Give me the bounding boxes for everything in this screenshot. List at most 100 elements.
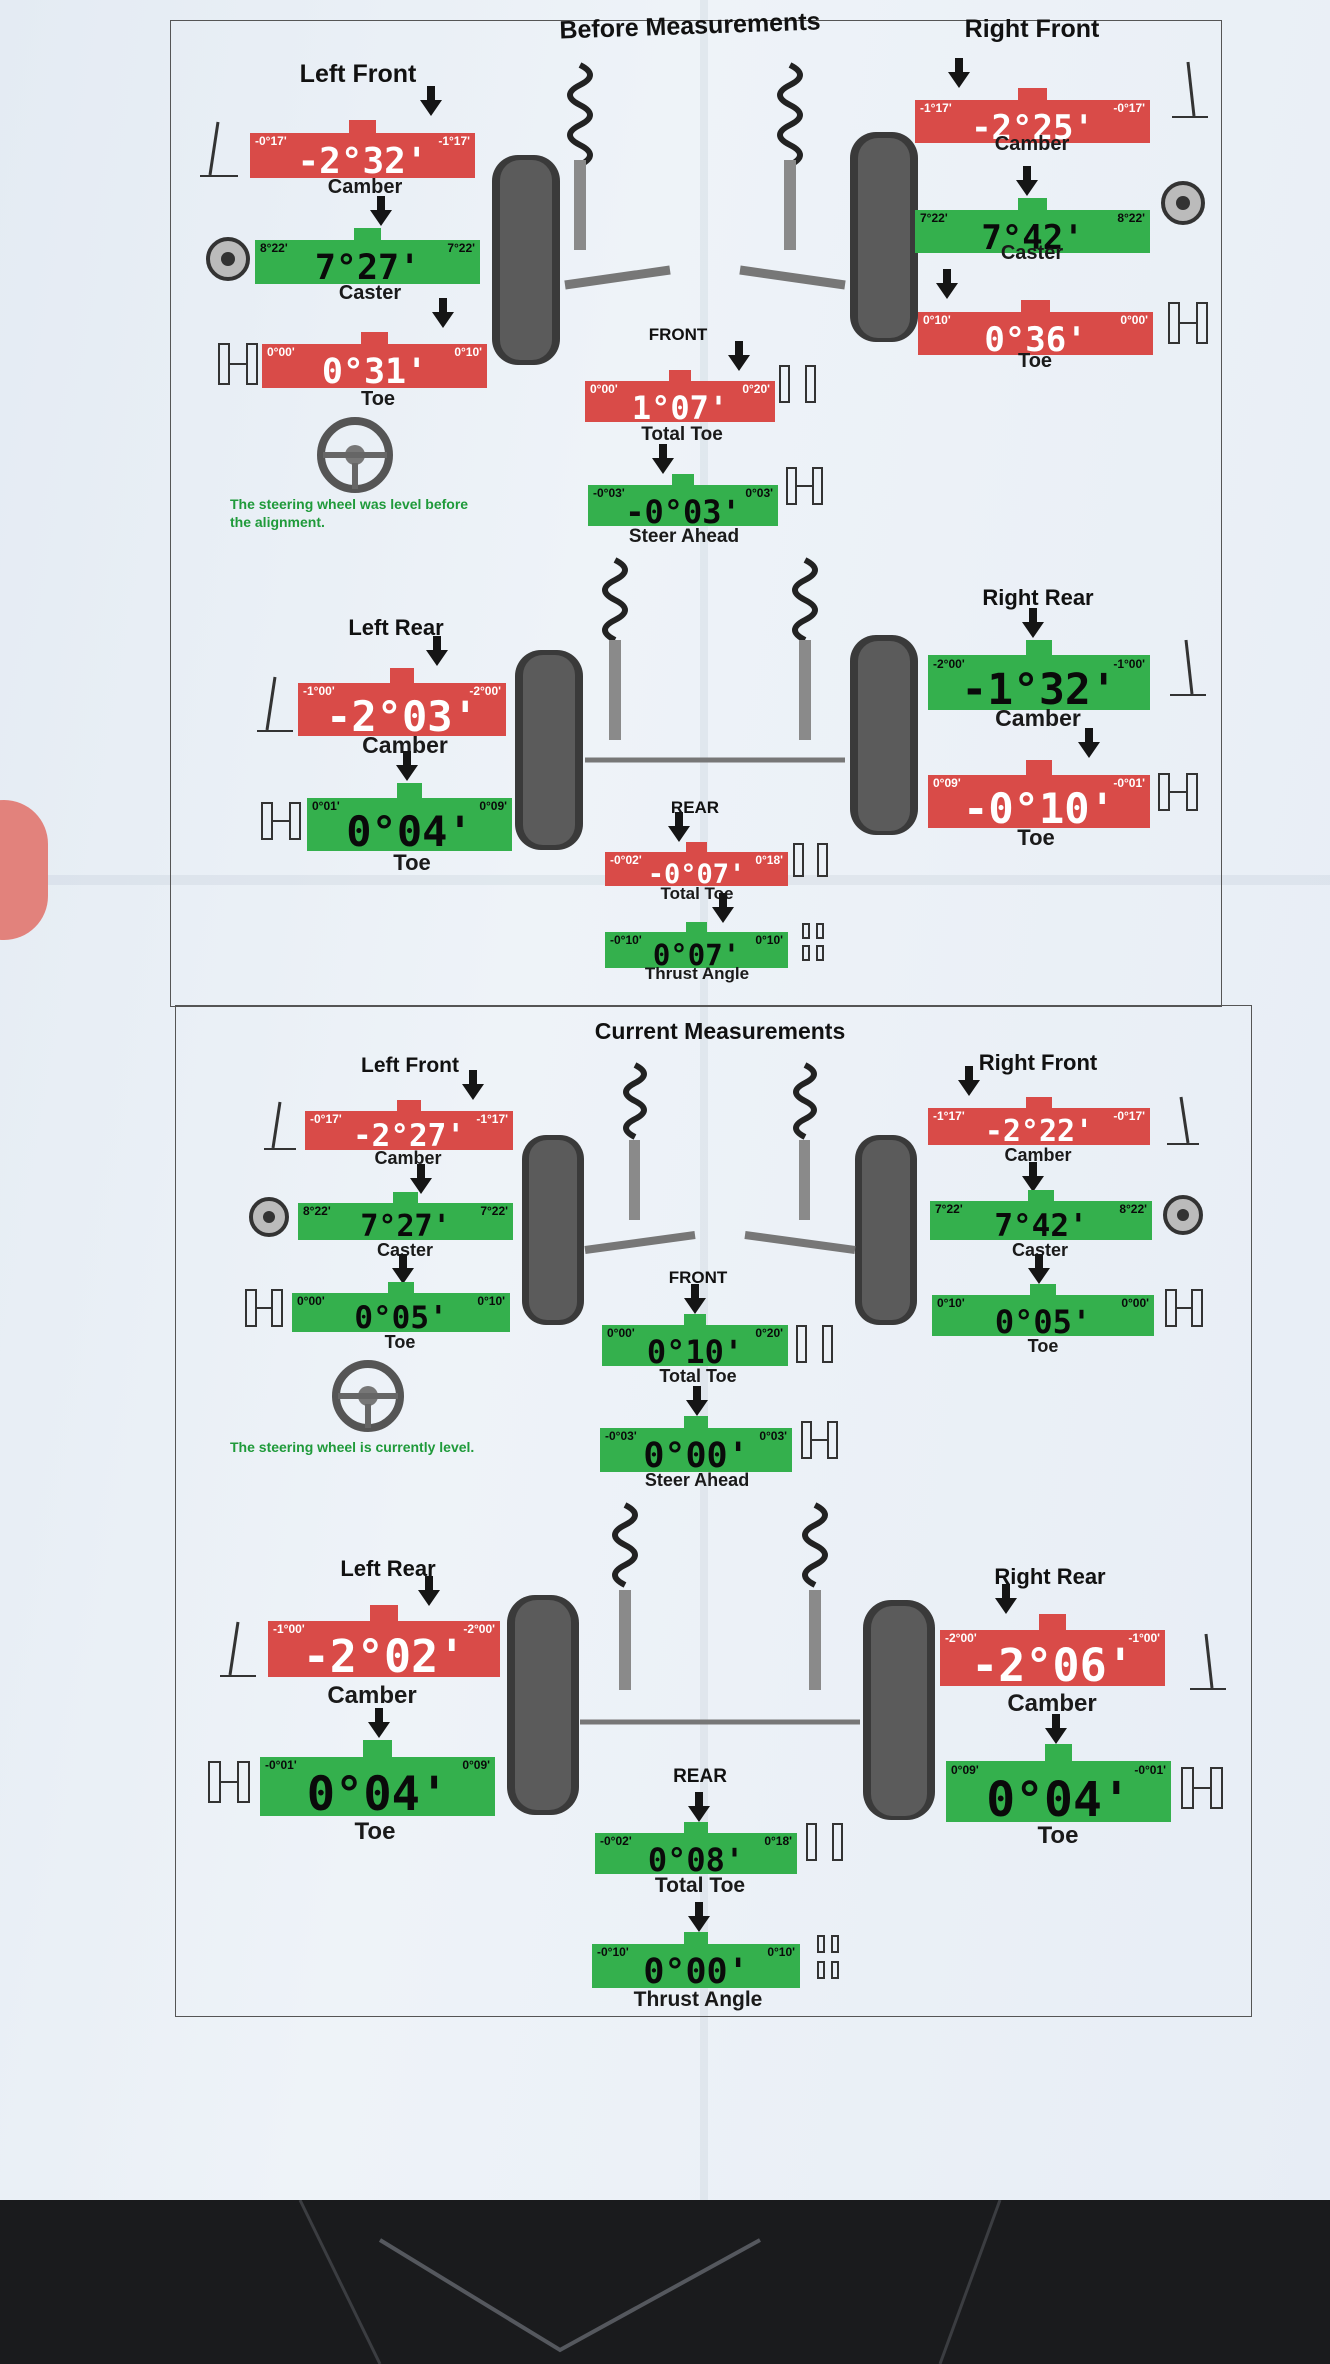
minute-mark: ' (419, 1767, 449, 1822)
gauge-notch (685, 922, 708, 934)
measurement-value: -1°32 (961, 665, 1091, 715)
gauge-bar (930, 1201, 1152, 1240)
range-max-label: 0°10' (477, 1294, 505, 1308)
before-total-toe-caption: Total Toe (641, 424, 723, 445)
before-left-front-caster-gauge: 8°22'7°22'7°27' (255, 228, 480, 286)
range-min-label: -0°03' (605, 1429, 637, 1443)
before-left-front-caster-caption: Caster (338, 282, 402, 304)
current-left-front-toe-caption: Toe (384, 1332, 416, 1352)
caster-icon (206, 237, 250, 281)
minute-mark: ' (406, 352, 428, 392)
current-right-front-caster-gauge: 7°22'8°22'7°42' (930, 1190, 1152, 1242)
gauge-notch (1045, 1744, 1072, 1763)
current-right-front-toe-gauge: 0°10'0°00'0°05' (932, 1284, 1154, 1338)
range-max-label: 0°00' (1120, 313, 1148, 327)
measurement-value: -2°06 (971, 1639, 1107, 1692)
down-arrow-icon (684, 1284, 706, 1314)
gauge-bar (918, 312, 1153, 355)
car-dashboard (298, 2200, 1002, 2364)
alignment-printout: Before Measurements Left Front -0°17'-1°… (0, 0, 1330, 2200)
range-max-label: 0°03' (745, 486, 773, 500)
measurement-readout: -2°02' (268, 1634, 500, 1679)
range-max-label: 0°09' (479, 799, 507, 813)
minute-mark: ' (1071, 1303, 1092, 1341)
gauge-bar (928, 774, 1150, 828)
range-min-label: -1°17' (933, 1109, 965, 1123)
rear-suspension-illustration (507, 1502, 935, 1820)
gauge-notch (671, 474, 695, 487)
current-front-label: FRONT (668, 1268, 728, 1287)
gauge-bar (600, 1428, 792, 1472)
steer-ahead-icon (801, 1421, 838, 1459)
down-arrow-icon (410, 1164, 432, 1194)
current-measurements-panel (175, 1005, 1252, 2017)
minute-mark: ' (428, 1300, 448, 1336)
range-min-label: 8°22' (303, 1204, 331, 1218)
total-toe-icon (779, 365, 816, 403)
gauge-notch (349, 120, 376, 134)
finger (0, 800, 48, 940)
minute-mark: ' (724, 1841, 745, 1879)
measurement-readout: -2°22' (928, 1117, 1150, 1147)
minute-mark: ' (1063, 218, 1084, 258)
before-right-front-toe-gauge: 0°10'0°00'0°36' (918, 300, 1153, 357)
measurement-value: 0°07 (652, 938, 723, 972)
camber-icon (1170, 639, 1206, 696)
gauge-bar (940, 1629, 1165, 1686)
current-total-toe-caption: Total Toe (659, 1366, 737, 1386)
down-arrow-icon (418, 1576, 440, 1606)
current-left-front-caster-caption: Caster (376, 1240, 434, 1260)
range-max-label: 0°10' (454, 345, 482, 359)
range-max-label: -2°00' (469, 684, 501, 698)
range-max-label: 8°22' (1117, 211, 1145, 225)
measurement-value: -2°32 (297, 141, 406, 182)
gauge-bar (307, 797, 512, 851)
minute-mark: ' (1106, 1639, 1134, 1692)
range-max-label: -0°01' (1134, 1763, 1166, 1777)
minute-mark: ' (1066, 320, 1087, 360)
gauge-bar (915, 210, 1150, 253)
range-max-label: 0°18' (764, 1834, 792, 1848)
range-min-label: -1°17' (920, 101, 952, 115)
measurement-readout: -2°27' (305, 1121, 513, 1152)
measurement-value: 0°10 (646, 1333, 724, 1371)
gauge-notch (370, 1605, 398, 1623)
before-front-label: FRONT (648, 325, 708, 344)
down-arrow-icon (396, 751, 418, 781)
measurement-readout: 1°07' (585, 392, 775, 424)
gauge-bar (602, 1325, 788, 1366)
before-left-rear-label: Left Rear (348, 615, 444, 640)
range-max-label: -0°17' (1113, 1109, 1145, 1123)
current-left-front-caster-gauge: 8°22'7°22'7°27' (298, 1192, 513, 1242)
measurement-value: -0°07 (647, 859, 729, 890)
measurement-value: -2°02 (302, 1630, 439, 1683)
minute-mark: ' (405, 141, 428, 182)
range-max-label: 0°18' (755, 853, 783, 867)
before-right-rear-toe-gauge: 0°09'-0°01'-0°10' (928, 760, 1150, 830)
gauge-bar (298, 1202, 513, 1240)
range-max-label: 8°22' (1119, 1202, 1147, 1216)
measurement-readout: -1°32' (928, 669, 1150, 712)
minute-mark: ' (723, 1333, 744, 1371)
range-min-label: 0°01' (312, 799, 340, 813)
current-right-front-label: Right Front (978, 1050, 1098, 1075)
measurement-readout: 7°42' (930, 1211, 1152, 1242)
measurement-readout: 7°27' (255, 251, 480, 286)
camber-icon (1190, 1633, 1226, 1690)
toe-icon (1168, 302, 1208, 344)
current-left-rear-toe-caption: Toe (354, 1818, 396, 1845)
measurement-readout: 7°42' (915, 221, 1150, 255)
measurement-value: 7°42 (981, 218, 1064, 258)
gauge-bar (250, 132, 475, 178)
gauge-bar (932, 1295, 1154, 1336)
before-left-front-camber-gauge: -0°17'-1°17'-2°32' (250, 120, 475, 180)
current-steer-ahead-caption: Steer Ahead (644, 1470, 750, 1490)
down-arrow-icon (688, 1902, 710, 1932)
current-right-rear-label: Right Rear (994, 1564, 1106, 1589)
measurement-value: -2°27 (353, 1118, 447, 1154)
gauge-notch (1027, 1190, 1055, 1202)
current-right-front-camber-gauge: -1°17' -0°17'-2°22' (928, 1097, 1150, 1147)
steering-wheel-icon (317, 417, 393, 493)
measurement-readout: 0°04' (260, 1771, 495, 1818)
minute-mark: ' (446, 1118, 465, 1154)
